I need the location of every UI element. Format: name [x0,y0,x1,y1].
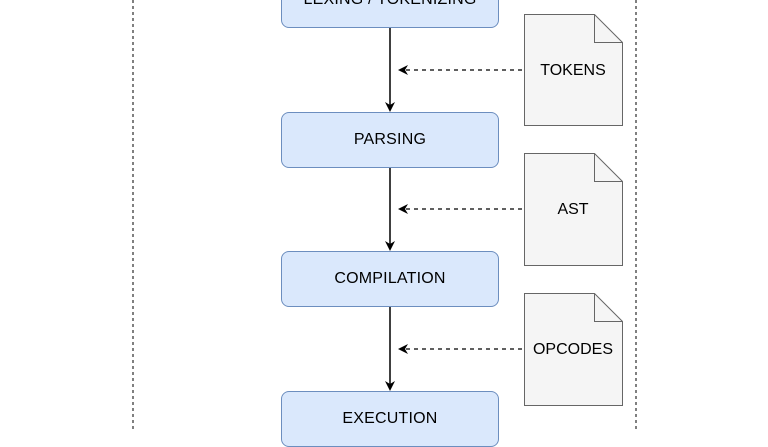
stage-label: LEXING / TOKENIZING [303,0,476,9]
stage-lexing-tokenizing: LEXING / TOKENIZING [281,0,499,28]
stage-label: PARSING [353,131,427,148]
ast-document-icon [524,153,623,266]
compiler-pipeline-diagram: LEXING / TOKENIZING PARSING COMPILATION … [132,0,637,447]
stage-compilation: COMPILATION [281,251,499,307]
stage-execution: EXECUTION [281,391,499,447]
tokens-artifact-label: TOKENS [540,62,606,79]
opcodes-document-icon [524,293,623,406]
stage-label: COMPILATION [334,270,446,287]
diagram-canvas [132,0,637,432]
opcodes-artifact-label: OPCODES [532,341,613,358]
stage-label: EXECUTION [342,410,438,427]
tokens-document-icon [524,14,623,126]
ast-artifact-label: AST [557,201,589,218]
stage-parsing: PARSING [281,112,499,168]
